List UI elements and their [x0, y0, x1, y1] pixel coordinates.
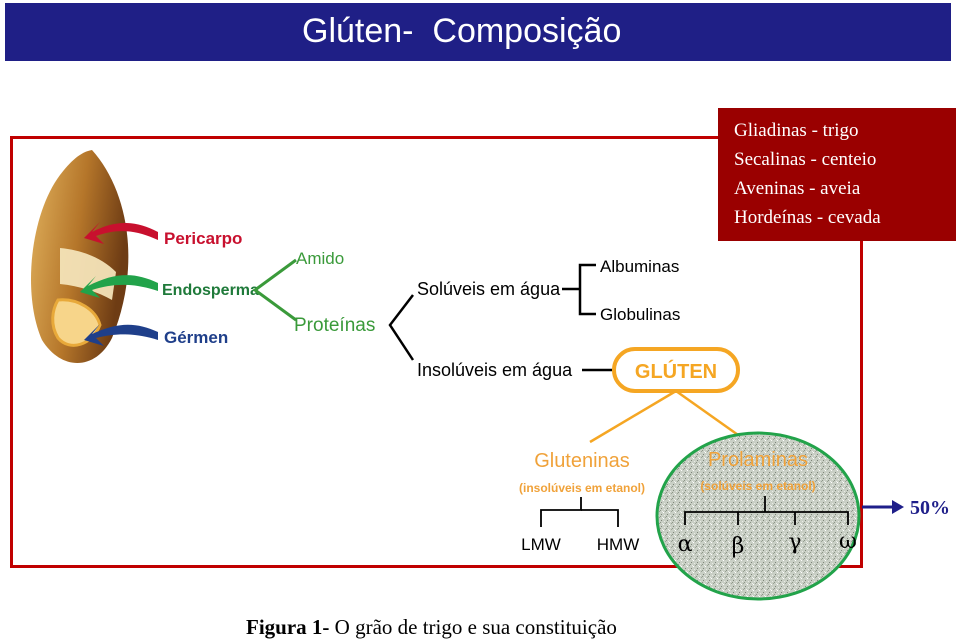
- prolaminas-label: Prolaminas: [708, 449, 808, 471]
- amido-label: Amido: [296, 249, 344, 268]
- figure-caption: Figura 1- O grão de trigo e sua constitu…: [246, 615, 617, 640]
- germen-label: Gérmen: [164, 328, 228, 347]
- gluteninas-label: Gluteninas: [534, 450, 630, 472]
- endosperma-label: Endosperma: [162, 282, 259, 299]
- page-title: Glúten- Composição: [302, 12, 622, 50]
- beta-label: β: [732, 534, 745, 559]
- albuminas-label: Albuminas: [600, 257, 679, 276]
- soluble-branch: [578, 263, 596, 316]
- prolamin-item: Hordeínas - cevada: [734, 207, 881, 228]
- protein-branch: [388, 294, 415, 361]
- prolamins-circle: [655, 431, 861, 601]
- gluteninas-note: (insolúveis em etanol): [519, 481, 645, 495]
- endosperma-arrow: [80, 275, 158, 298]
- globulinas-label: Globulinas: [600, 305, 680, 324]
- prolamin-item: Secalinas - centeio: [734, 149, 877, 170]
- soluveis-label: Solúveis em água: [417, 279, 561, 299]
- percent-arrow-head: [892, 500, 904, 514]
- caption-prefix: Figura 1-: [246, 615, 330, 639]
- hmw-label: HMW: [597, 535, 639, 554]
- gluten-label: GLÚTEN: [635, 359, 717, 383]
- lmw-label: LMW: [521, 535, 561, 554]
- diagram-frame: [10, 136, 863, 568]
- prolaminas-note: (solúveis em etanol): [700, 479, 815, 493]
- pericarpo-label: Pericarpo: [164, 229, 242, 248]
- germen-arrow: [84, 324, 158, 346]
- endosperm-branch: [252, 258, 297, 322]
- title-bar: [5, 3, 951, 61]
- alpha-label: α: [678, 532, 693, 557]
- percent-label: 50%: [910, 497, 950, 519]
- pericarpo-arrow: [84, 222, 158, 244]
- omega-label: ω: [839, 529, 857, 554]
- prolamin-sources-box: [718, 108, 956, 241]
- prolamin-item: Gliadinas - trigo: [734, 120, 859, 141]
- caption-text: O grão de trigo e sua constituição: [329, 615, 617, 639]
- gamma-label: γ: [788, 530, 801, 555]
- proteinas-label: Proteínas: [294, 315, 375, 336]
- insoluveis-label: Insolúveis em água: [417, 360, 573, 380]
- prolamin-item: Aveninas - aveia: [734, 178, 861, 199]
